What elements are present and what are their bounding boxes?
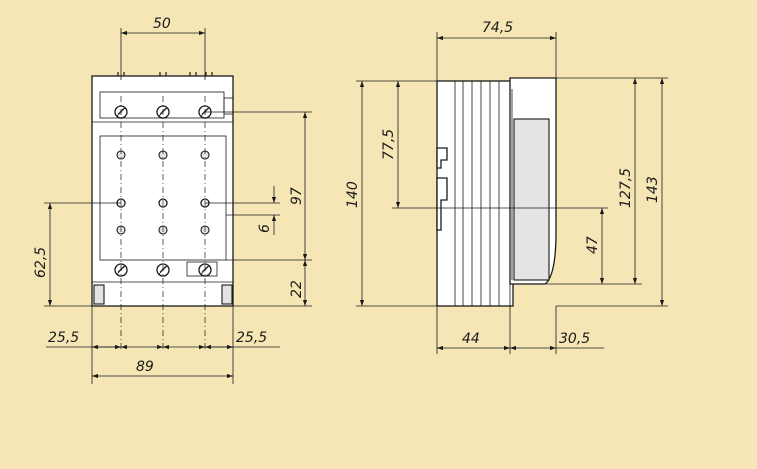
dim-total-width: 89 bbox=[136, 359, 154, 375]
dim-left-62-5: 62,5 bbox=[33, 247, 49, 278]
dim-height-47: 47 bbox=[585, 236, 601, 254]
dim-height-77-5: 77,5 bbox=[381, 129, 397, 160]
dim-height-127-5: 127,5 bbox=[618, 168, 634, 208]
dim-width-top: 50 bbox=[153, 16, 171, 32]
dim-margin-right: 25,5 bbox=[236, 330, 267, 346]
side-view: 74,5 140 77,5 127,5 143 47 44 30,5 bbox=[345, 20, 668, 354]
front-view: 50 97 6 22 62,5 25,5 25,5 89 bbox=[33, 16, 312, 384]
side-body bbox=[436, 80, 514, 307]
dim-height-143: 143 bbox=[645, 176, 661, 203]
din-clip-top bbox=[436, 147, 448, 169]
dim-height-97: 97 bbox=[289, 187, 305, 205]
dim-height-140: 140 bbox=[345, 181, 361, 208]
label-tab bbox=[186, 261, 218, 277]
din-clip-bottom bbox=[436, 177, 448, 231]
dim-depth-44: 44 bbox=[462, 331, 480, 347]
dim-offset-6: 6 bbox=[257, 224, 273, 233]
foot-left bbox=[93, 284, 105, 305]
dim-bottom-22: 22 bbox=[289, 280, 305, 298]
dim-margin-left: 25,5 bbox=[48, 330, 79, 346]
dim-depth-30-5: 30,5 bbox=[559, 331, 590, 347]
foot-right bbox=[221, 284, 233, 305]
cover-window bbox=[513, 118, 550, 281]
dim-depth-total: 74,5 bbox=[482, 20, 513, 36]
